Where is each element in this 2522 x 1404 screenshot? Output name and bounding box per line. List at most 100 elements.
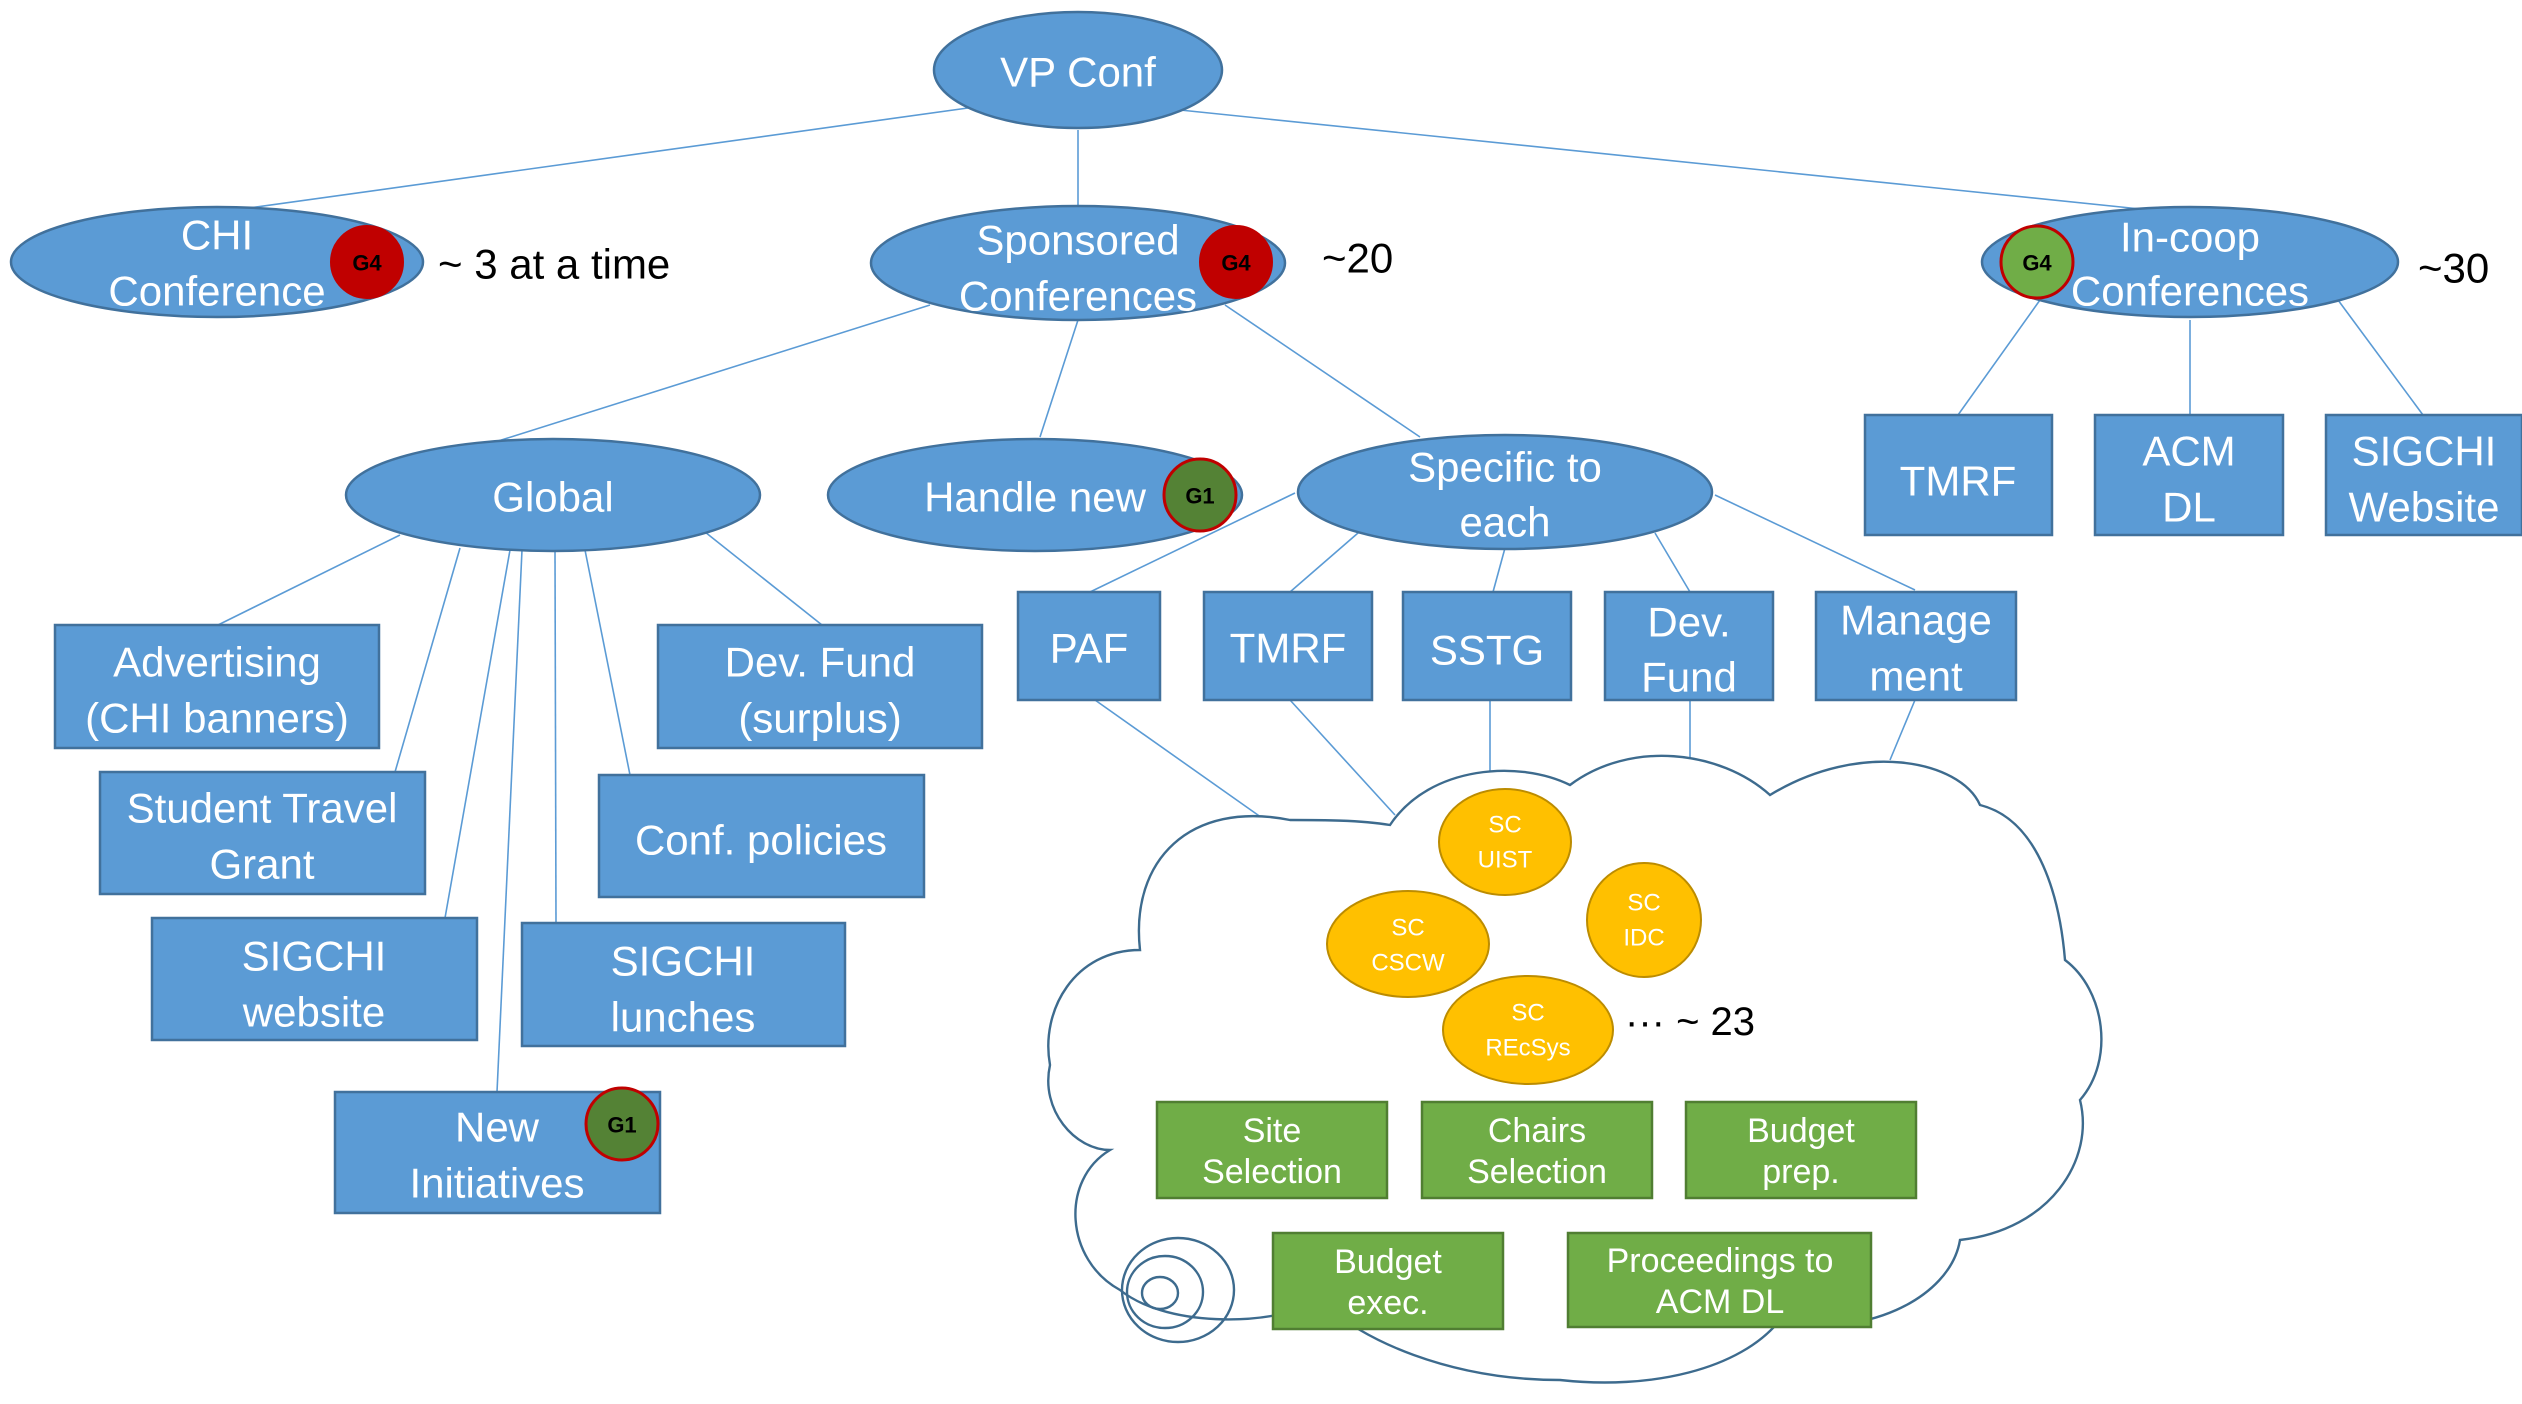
- edge-global-sigchi-lunches: [554, 549, 557, 924]
- edge-tmrf-cloud: [1289, 699, 1396, 816]
- node-advertising-label-2: (CHI banners): [85, 695, 349, 742]
- task-budget-exec-label-1: Budget: [1334, 1243, 1442, 1281]
- sc-idc-label-1: SC: [1627, 890, 1660, 917]
- task-site-selection-label-2: Selection: [1202, 1153, 1342, 1191]
- node-dev-fund-label-1: Dev.: [1647, 599, 1730, 646]
- node-chi-conference-label-1: CHI: [181, 212, 253, 259]
- node-sponsored-label-2: Conferences: [959, 273, 1197, 320]
- node-advertising[interactable]: Advertising (CHI banners): [53, 623, 381, 750]
- task-budget-prep-label-2: prep.: [1762, 1153, 1840, 1191]
- edge-global-advertising: [217, 534, 401, 626]
- edge-global-sigchi-website: [444, 549, 511, 919]
- note-sc-count: ··· ~ 23: [1625, 1000, 1755, 1044]
- swirl-inner: [1140, 1275, 1180, 1311]
- tree-edges: [217, 106, 2424, 1093]
- node-specific-label-1: Specific to: [1408, 444, 1602, 491]
- node-vp-conf[interactable]: VP Conf: [932, 10, 1224, 130]
- sc-idc-label-2: IDC: [1623, 925, 1664, 952]
- node-dev-fund[interactable]: Dev. Fund: [1603, 590, 1775, 702]
- sc-idc[interactable]: SC IDC: [1586, 862, 1702, 978]
- node-incoop-label-2: Conferences: [2071, 268, 2309, 315]
- node-specific-to-each[interactable]: Specific to each: [1296, 433, 1714, 551]
- node-paf[interactable]: PAF: [1016, 590, 1162, 702]
- task-proceedings-label-1: Proceedings to: [1607, 1242, 1834, 1280]
- badge-g1-new-initiatives-label: G1: [607, 1113, 636, 1138]
- node-incoop-sigchi-website[interactable]: SIGCHI Website: [2324, 413, 2522, 537]
- task-budget-exec[interactable]: Budget exec.: [1271, 1231, 1505, 1331]
- edge-global-student-travel: [394, 547, 461, 773]
- edge-incoop-sigchi: [2337, 299, 2424, 416]
- swirl-middle: [1125, 1254, 1205, 1330]
- node-incoop-tmrf[interactable]: TMRF: [1863, 413, 2054, 537]
- node-incoop-sigchi-label-2: Website: [2349, 484, 2500, 531]
- task-site-selection[interactable]: Site Selection: [1155, 1100, 1389, 1200]
- edge-sponsored-specific: [1224, 304, 1421, 438]
- node-sigchi-website-label-2: website: [242, 989, 385, 1036]
- node-incoop-label-1: In-coop: [2120, 214, 2260, 261]
- node-management[interactable]: Manage ment: [1814, 590, 2018, 702]
- sc-uist-label-2: UIST: [1478, 847, 1533, 874]
- edge-vp-chi: [234, 106, 976, 211]
- task-budget-exec-label-2: exec.: [1347, 1284, 1428, 1322]
- task-chairs-selection-label-2: Selection: [1467, 1153, 1607, 1191]
- node-new-initiatives-label-2: Initiatives: [409, 1160, 584, 1207]
- sc-recsys-label-1: SC: [1511, 1000, 1544, 1027]
- badge-g4-chi-label: G4: [352, 251, 382, 276]
- sc-cscw[interactable]: SC CSCW: [1326, 890, 1490, 998]
- badge-g4-sponsored-label: G4: [1221, 251, 1251, 276]
- node-sigchi-lunches-label-2: lunches: [611, 994, 756, 1041]
- node-new-initiatives[interactable]: New Initiatives G1: [333, 1086, 662, 1215]
- task-proceedings-acm-dl[interactable]: Proceedings to ACM DL: [1566, 1231, 1873, 1329]
- sc-cscw-label-2: CSCW: [1371, 950, 1445, 977]
- node-sigchi-lunches[interactable]: SIGCHI lunches: [520, 921, 847, 1048]
- sc-recsys[interactable]: SC REcSys: [1442, 975, 1614, 1085]
- badge-g4-incoop-label: G4: [2022, 251, 2052, 276]
- task-budget-prep[interactable]: Budget prep.: [1684, 1100, 1918, 1200]
- node-specific-tmrf[interactable]: TMRF: [1202, 590, 1374, 702]
- badge-g1-handle-new-label: G1: [1185, 484, 1214, 509]
- node-sstg[interactable]: SSTG: [1401, 590, 1573, 702]
- badge-g4-incoop: [1999, 224, 2075, 300]
- edge-specific-devfund: [1654, 532, 1691, 593]
- node-vp-conf-label: VP Conf: [1000, 49, 1156, 96]
- node-global-label: Global: [492, 474, 613, 521]
- node-advertising-label-1: Advertising: [113, 639, 321, 686]
- node-global[interactable]: Global: [344, 437, 762, 553]
- node-conf-policies[interactable]: Conf. policies: [597, 773, 926, 899]
- edge-specific-tmrf: [1289, 532, 1359, 593]
- node-handle-new-label: Handle new: [924, 474, 1146, 521]
- node-sigchi-lunches-label-1: SIGCHI: [611, 938, 756, 985]
- node-incoop-acm-dl[interactable]: ACM DL: [2093, 413, 2285, 537]
- node-management-label-1: Manage: [1840, 597, 1992, 644]
- task-proceedings-label-2: ACM DL: [1656, 1283, 1784, 1321]
- swirl-outer: [1120, 1236, 1236, 1344]
- node-sigchi-website[interactable]: SIGCHI website: [150, 916, 479, 1042]
- node-incoop-sigchi-label-1: SIGCHI: [2352, 428, 2497, 475]
- node-dev-fund-surplus-label-1: Dev. Fund: [725, 639, 916, 686]
- node-sponsored-label-1: Sponsored: [976, 217, 1179, 264]
- edge-incoop-tmrf: [1957, 299, 2041, 416]
- node-student-travel-label-1: Student Travel: [127, 785, 398, 832]
- edge-management-cloud: [1889, 699, 1916, 761]
- node-handle-new[interactable]: Handle new G1: [826, 437, 1244, 553]
- note-incoop: ~30: [2418, 245, 2489, 292]
- badge-g1-handle-new: [1162, 457, 1238, 533]
- node-incoop-tmrf-label: TMRF: [1900, 458, 2017, 505]
- node-dev-fund-surplus-label-2: (surplus): [738, 695, 901, 742]
- badge-g4-chi: [330, 225, 404, 299]
- note-sponsored: ~20: [1322, 235, 1393, 282]
- task-chairs-selection[interactable]: Chairs Selection: [1420, 1100, 1654, 1200]
- node-dev-fund-surplus[interactable]: Dev. Fund (surplus): [656, 623, 984, 750]
- edge-sponsored-handle-new: [1039, 319, 1079, 438]
- node-incoop-conferences[interactable]: In-coop Conferences G4: [1980, 205, 2400, 319]
- task-budget-prep-label-1: Budget: [1747, 1112, 1855, 1150]
- node-student-travel-grant[interactable]: Student Travel Grant: [98, 770, 427, 896]
- sc-recsys-label-2: REcSys: [1485, 1035, 1570, 1062]
- node-sponsored-conferences[interactable]: Sponsored Conferences G4: [869, 204, 1287, 322]
- sc-cscw-label-1: SC: [1391, 915, 1424, 942]
- node-chi-conference[interactable]: CHI Conference G4: [9, 205, 425, 319]
- node-incoop-acmdl-label-1: ACM: [2142, 428, 2235, 475]
- sc-uist[interactable]: SC UIST: [1438, 788, 1572, 896]
- edge-global-dev-fund: [704, 531, 823, 626]
- node-sstg-label: SSTG: [1430, 627, 1544, 674]
